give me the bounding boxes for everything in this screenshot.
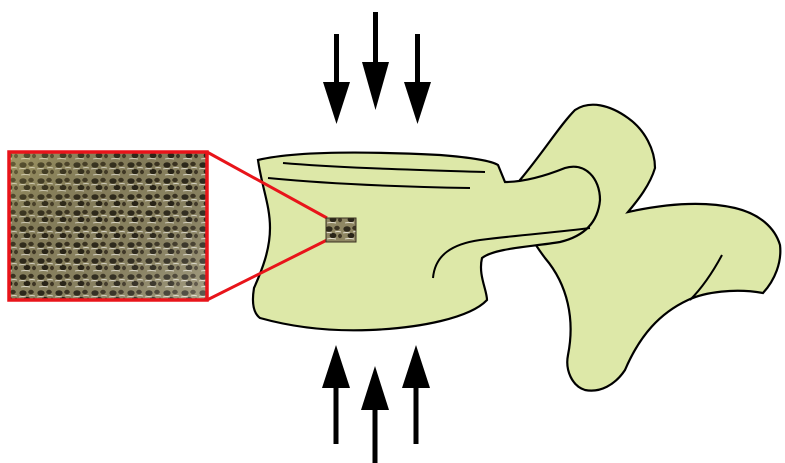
sample-region bbox=[326, 218, 356, 242]
reaction-arrows bbox=[322, 345, 430, 463]
trabecular-bone-inset bbox=[9, 152, 207, 300]
up-arrow-icon bbox=[402, 345, 430, 444]
spinous-process bbox=[519, 105, 780, 391]
vertebra bbox=[253, 105, 780, 391]
up-arrow-icon bbox=[361, 366, 389, 463]
down-arrow-icon bbox=[323, 34, 350, 124]
compression-arrows bbox=[323, 12, 431, 124]
down-arrow-icon bbox=[362, 12, 389, 110]
vertebral-body bbox=[253, 153, 600, 331]
up-arrow-icon bbox=[322, 345, 350, 444]
down-arrow-icon bbox=[404, 34, 431, 124]
